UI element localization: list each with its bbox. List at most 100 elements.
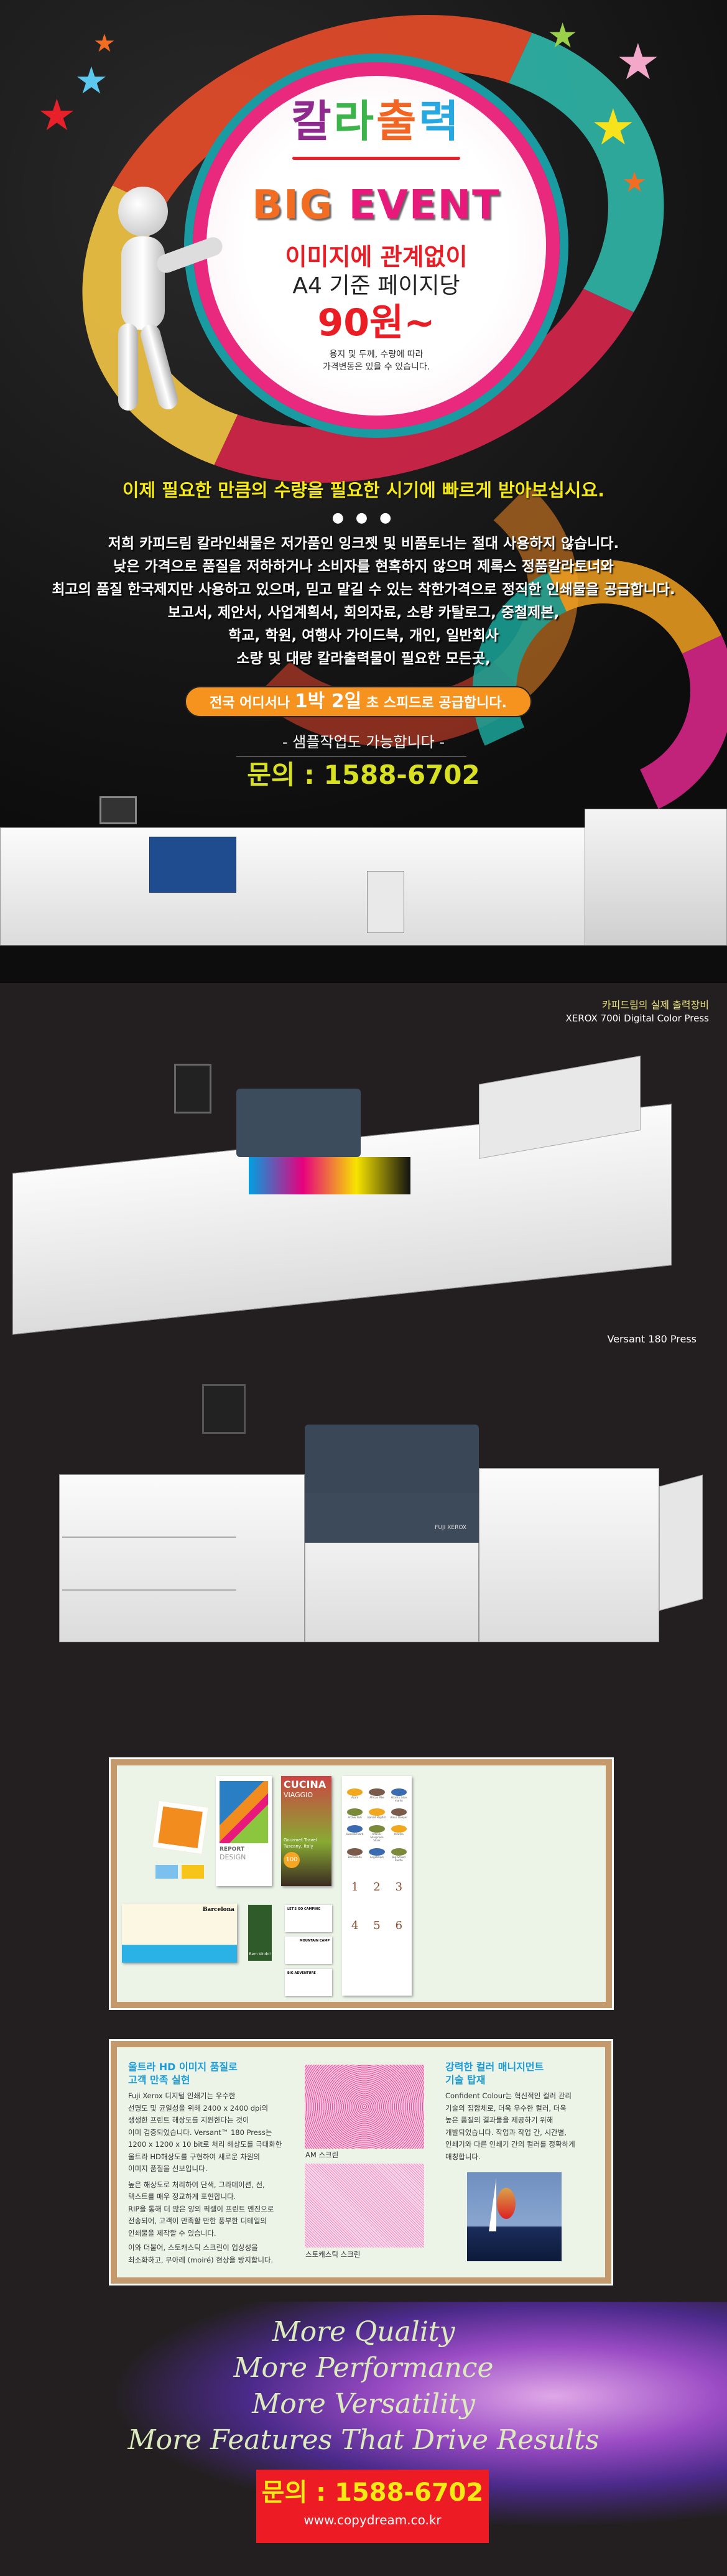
paragraph-line: 전송되어, 고객이 만족할 만한 풍부한 디테일의 <box>128 2216 267 2225</box>
mascot-leg <box>138 322 180 412</box>
fish-icon <box>369 1848 385 1856</box>
logo-char: 칼 <box>291 96 334 147</box>
flyer-sample <box>152 1800 208 1854</box>
label-korean: 카피드림의 실제 출력장비 <box>601 999 709 1011</box>
poster-text: Bem Vindo! <box>249 1952 271 1956</box>
paragraph-line: Fuji Xerox 디지털 인쇄기는 우수한 <box>128 2091 236 2100</box>
equipment-label: 카피드림의 실제 출력장비 XEROX 700i Digital Color P… <box>473 998 709 1025</box>
intro-line: 학교, 학원, 여행사 가이드북, 개인, 일반회사 <box>228 628 499 644</box>
map-title: Barcelona <box>202 1907 234 1913</box>
fish-label: Archer Fish <box>348 1816 362 1819</box>
logo-char: 라 <box>333 96 376 147</box>
big-word: BIG <box>252 182 334 228</box>
sail <box>489 2178 496 2231</box>
fish-item: Amur Sleeper <box>389 1808 409 1819</box>
card-sample: MOUNTAIN CAMP <box>285 1937 332 1964</box>
fish-label: Atlantic Sharpnose Shark <box>370 1833 384 1842</box>
event-word: EVENT <box>348 182 501 228</box>
paragraph-line: 인쇄물을 제작할 수 있습니다. <box>128 2228 216 2238</box>
slogan-line: More Quality <box>272 2316 455 2348</box>
card-title: BIG ADVENTURE <box>287 1971 316 1975</box>
slogan-line: More Performance <box>233 2352 494 2384</box>
fish-item: Big-Scaled Redfin <box>389 1848 409 1862</box>
fish-label: Acara <box>351 1796 359 1799</box>
output-tray <box>659 1474 703 1611</box>
magazine-text: Gourmet Travel <box>284 1838 317 1843</box>
paper-feeder <box>59 1474 305 1642</box>
calendar-month: 6 <box>395 1919 403 1932</box>
paragraph-line: 높은 해상도로 처리하여 단색, 그라데이션, 선, <box>128 2180 265 2189</box>
title-line: 기술 탑재 <box>445 2074 486 2086</box>
paragraph-line: 이미 검증되었습니다. Versant™ 180 Press는 <box>128 2127 272 2137</box>
fish-icon <box>369 1808 385 1816</box>
fish-item: African Pike <box>366 1788 387 1802</box>
fish-icon <box>369 1825 385 1833</box>
fish-label: Barracouta <box>348 1856 362 1859</box>
pill-text: 초 스피드로 공급합니다. <box>361 695 507 711</box>
mascot-figure <box>93 187 225 412</box>
finisher-unit <box>479 1468 659 1642</box>
report-subtitle: DESIGN <box>220 1853 246 1861</box>
control-screen <box>202 1384 246 1434</box>
note-line: 가격변동은 있을 수 있습니다. <box>322 362 430 372</box>
business-card <box>155 1865 178 1879</box>
star-icon: ★ <box>75 59 108 103</box>
versant-label: Versant 180 Press <box>607 1333 697 1345</box>
fish-icon <box>347 1788 363 1796</box>
card-sample: LET'S GO CAMPING <box>285 1905 332 1932</box>
star-icon: ★ <box>622 165 647 198</box>
mascot-body <box>121 236 165 330</box>
paragraph-line: 텍스트를 매우 정교하게 표현합니다. <box>128 2192 236 2201</box>
calendar-month: 2 <box>373 1881 381 1894</box>
feature-paragraph: 높은 해상도로 처리하여 단색, 그라데이션, 선, 텍스트를 매우 정교하게 표… <box>128 2179 300 2240</box>
fish-item: Bearded Barb <box>345 1825 365 1842</box>
hero-line-1: 이미지에 관계없이 <box>285 243 468 271</box>
mascot-head <box>118 187 168 236</box>
am-screen-caption: AM 스크린 <box>305 2151 339 2159</box>
title-line: 강력한 컬러 매니지먼트 <box>445 2061 544 2073</box>
intro-headline: 이제 필요한 만큼의 수량을 필요한 시기에 빠르게 받아보십시요. <box>122 480 605 501</box>
event-logo: 칼라출력 <box>193 93 560 149</box>
intro-paragraph: 저희 카피드림 칼라인쇄물은 저가품인 잉크젯 및 비품토너는 절대 사용하지 … <box>0 532 727 671</box>
intro-line: 낮은 가격으로 품질을 저하하거나 소비자를 현혹하지 않으며 제록스 정품칼라… <box>113 559 614 575</box>
paragraph-line: 이미지 품질을 선보입니다. <box>128 2164 208 2173</box>
sailboat-photo <box>467 2172 562 2261</box>
star-icon: ★ <box>93 29 116 58</box>
printer-front-panel: FUJI XEROX <box>305 1493 479 1543</box>
website-link[interactable]: www.copydream.co.kr <box>303 2513 442 2527</box>
fish-item: Angelshark <box>366 1848 387 1862</box>
label-english: XEROX 700i Digital Color Press <box>565 1013 709 1024</box>
paragraph-line: 개발되었습니다. 작업과 작업 간, 시간별, <box>445 2127 567 2137</box>
fish-label: Amur Sleeper <box>390 1816 407 1819</box>
star-icon: ★ <box>37 90 76 141</box>
inquiry-phone[interactable]: 문의 : 1588-6702 <box>247 760 480 790</box>
calendar-month: 4 <box>351 1919 359 1932</box>
fish-icon <box>347 1848 363 1856</box>
magazine-subtitle: VIAGGIO <box>284 1791 313 1799</box>
fish-icon <box>347 1808 363 1816</box>
fish-label: Big-Scaled Redfin <box>392 1856 405 1862</box>
paragraph-line: 울트라 HD해상도를 구현하여 새로운 차원의 <box>128 2152 260 2161</box>
mascot-leg <box>118 323 138 411</box>
control-screen <box>174 1064 211 1114</box>
footer-phone[interactable]: 문의 : 1588-6702 <box>261 2478 484 2507</box>
scanner-unit <box>305 1425 479 1493</box>
pill-text: 전국 어디서나 <box>210 695 295 711</box>
logo-char: 출 <box>376 96 419 147</box>
paragraph-line: 이와 더불어, 스토캐스틱 스크린이 입상성을 <box>128 2243 258 2252</box>
slogan-line: More Features That Drive Results <box>127 2424 600 2456</box>
logo-underline <box>292 157 460 160</box>
stochastic-screen-caption: 스토캐스틱 스크린 <box>305 2250 361 2259</box>
fish-label: African Pike <box>369 1796 384 1799</box>
printer-door <box>367 871 404 933</box>
toner-cartridges <box>249 1157 410 1194</box>
star-icon: ★ <box>591 98 636 156</box>
card-title: MOUNTAIN CAMP <box>299 1939 330 1943</box>
fish-icon <box>369 1788 385 1796</box>
paragraph-line: 인쇄기와 다른 인쇄기 간의 컬러를 정확하게 <box>445 2140 575 2149</box>
